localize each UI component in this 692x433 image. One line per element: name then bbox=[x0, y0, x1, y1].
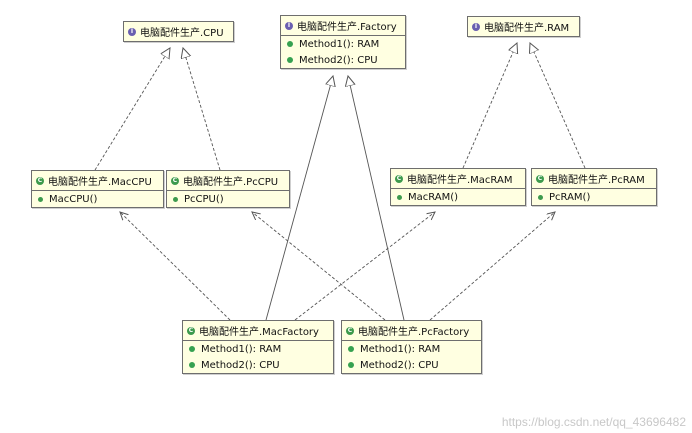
constructor-icon bbox=[38, 196, 43, 202]
class-macram[interactable]: C 电脑配件生产.MacRAM MacRAM() bbox=[390, 168, 526, 206]
public-method-icon bbox=[287, 41, 293, 47]
class-maccpu[interactable]: C 电脑配件生产.MacCPU MacCPU() bbox=[31, 170, 164, 208]
class-macram-name: 电脑配件生产.MacRAM bbox=[407, 175, 513, 186]
class-icon: C bbox=[36, 176, 44, 185]
dependency-macfactory-macram bbox=[294, 212, 435, 321]
constructor-signature: MacCPU() bbox=[49, 193, 98, 205]
interface-icon: I bbox=[128, 27, 136, 36]
interface-factory-name: 电脑配件生产.Factory bbox=[297, 22, 397, 33]
method-row: Method1(): RAM bbox=[342, 341, 481, 357]
public-method-icon bbox=[348, 362, 354, 368]
dependency-pcfactory-pccpu bbox=[252, 212, 386, 321]
interface-ram[interactable]: I 电脑配件生产.RAM bbox=[467, 16, 580, 37]
class-icon: C bbox=[536, 174, 544, 183]
public-method-icon bbox=[189, 362, 195, 368]
method-signature: Method1(): RAM bbox=[201, 343, 282, 355]
method-compartment: Method1(): RAM Method2(): CPU bbox=[281, 35, 405, 68]
class-pcfactory-name: 电脑配件生产.PcFactory bbox=[358, 327, 470, 338]
constructor-row: PcCPU() bbox=[167, 190, 289, 207]
class-maccpu-header: C 电脑配件生产.MacCPU bbox=[32, 171, 163, 190]
interface-ram-name: 电脑配件生产.RAM bbox=[484, 23, 570, 34]
class-macfactory-name: 电脑配件生产.MacFactory bbox=[199, 327, 319, 338]
constructor-row: MacRAM() bbox=[391, 188, 525, 205]
method-row: Method2(): CPU bbox=[281, 52, 405, 68]
class-macram-header: C 电脑配件生产.MacRAM bbox=[391, 169, 525, 188]
method-signature: Method2(): CPU bbox=[299, 54, 378, 66]
interface-factory[interactable]: I 电脑配件生产.Factory Method1(): RAM Method2(… bbox=[280, 15, 406, 69]
constructor-row: MacCPU() bbox=[32, 190, 163, 207]
public-method-icon bbox=[189, 346, 195, 352]
class-icon: C bbox=[395, 174, 403, 183]
method-signature: Method1(): RAM bbox=[299, 38, 380, 50]
interface-factory-header: I 电脑配件生产.Factory bbox=[281, 16, 405, 35]
interface-cpu-name: 电脑配件生产.CPU bbox=[140, 28, 224, 39]
class-icon: C bbox=[346, 326, 354, 335]
constructor-icon bbox=[538, 194, 543, 200]
realization-macram-ram bbox=[462, 43, 517, 169]
interface-icon: I bbox=[285, 21, 293, 30]
class-maccpu-name: 电脑配件生产.MacCPU bbox=[48, 177, 152, 188]
dependency-pcfactory-pcram bbox=[429, 212, 555, 321]
public-method-icon bbox=[287, 57, 293, 63]
class-icon: C bbox=[187, 326, 195, 335]
class-pcram[interactable]: C 电脑配件生产.PcRAM PcRAM() bbox=[531, 168, 657, 206]
generalization-pcfactory-factory bbox=[348, 76, 405, 321]
interface-cpu[interactable]: I 电脑配件生产.CPU bbox=[123, 21, 234, 42]
method-signature: Method2(): CPU bbox=[360, 359, 439, 371]
class-macfactory[interactable]: C 电脑配件生产.MacFactory Method1(): RAM Metho… bbox=[182, 320, 334, 374]
constructor-signature: PcRAM() bbox=[549, 191, 591, 203]
realization-maccpu-cpu bbox=[94, 48, 170, 171]
method-compartment: Method1(): RAM Method2(): CPU bbox=[183, 340, 333, 373]
realization-pcram-ram bbox=[530, 43, 586, 169]
method-row: Method2(): CPU bbox=[342, 357, 481, 373]
class-pccpu-name: 电脑配件生产.PcCPU bbox=[183, 177, 279, 188]
class-pccpu-header: C 电脑配件生产.PcCPU bbox=[167, 171, 289, 190]
class-pcfactory-header: C 电脑配件生产.PcFactory bbox=[342, 321, 481, 340]
method-row: Method2(): CPU bbox=[183, 357, 333, 373]
interface-ram-header: I 电脑配件生产.RAM bbox=[468, 17, 579, 36]
method-compartment: Method1(): RAM Method2(): CPU bbox=[342, 340, 481, 373]
public-method-icon bbox=[348, 346, 354, 352]
constructor-signature: MacRAM() bbox=[408, 191, 459, 203]
constructor-icon bbox=[397, 194, 402, 200]
constructor-signature: PcCPU() bbox=[184, 193, 224, 205]
class-icon: C bbox=[171, 176, 179, 185]
class-pcram-header: C 电脑配件生产.PcRAM bbox=[532, 169, 656, 188]
method-signature: Method1(): RAM bbox=[360, 343, 441, 355]
method-row: Method1(): RAM bbox=[183, 341, 333, 357]
watermark: https://blog.csdn.net/qq_43696482 bbox=[501, 415, 686, 429]
realization-pccpu-cpu bbox=[183, 48, 221, 171]
dependency-macfactory-maccpu bbox=[120, 212, 231, 321]
method-signature: Method2(): CPU bbox=[201, 359, 280, 371]
class-pcfactory[interactable]: C 电脑配件生产.PcFactory Method1(): RAM Method… bbox=[341, 320, 482, 374]
interface-cpu-header: I 电脑配件生产.CPU bbox=[124, 22, 233, 41]
constructor-icon bbox=[173, 196, 178, 202]
class-macfactory-header: C 电脑配件生产.MacFactory bbox=[183, 321, 333, 340]
constructor-row: PcRAM() bbox=[532, 188, 656, 205]
interface-icon: I bbox=[472, 22, 480, 31]
method-row: Method1(): RAM bbox=[281, 36, 405, 52]
class-pccpu[interactable]: C 电脑配件生产.PcCPU PcCPU() bbox=[166, 170, 290, 208]
class-pcram-name: 电脑配件生产.PcRAM bbox=[548, 175, 645, 186]
generalization-macfactory-factory bbox=[265, 76, 333, 321]
